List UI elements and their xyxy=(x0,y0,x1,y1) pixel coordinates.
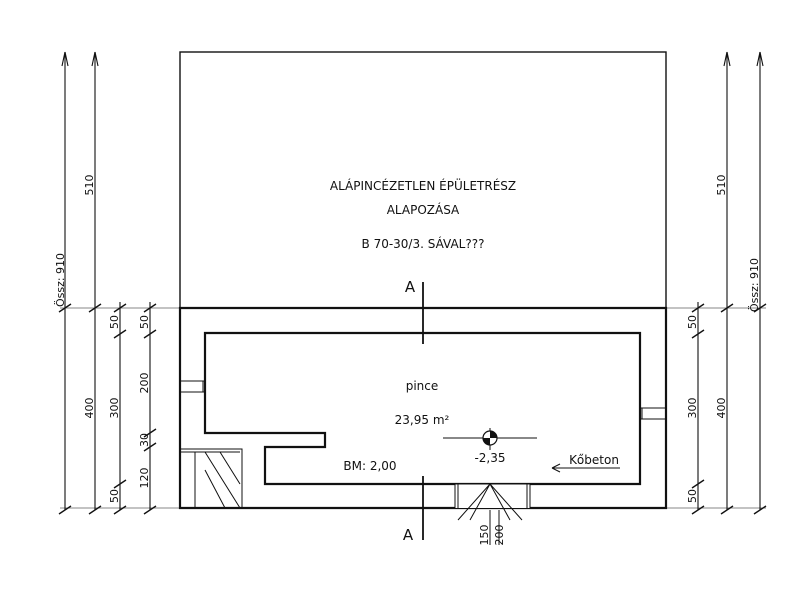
section-line: A A xyxy=(403,278,424,544)
section-mark-top: A xyxy=(405,278,416,296)
unbuilt-area-title-line2: ALAPOZÁSA xyxy=(387,202,460,217)
room-area: 23,95 m² xyxy=(395,413,450,427)
right-upper-dim: 510 xyxy=(715,175,728,196)
left-mid-dim-1: 50 xyxy=(108,315,121,329)
material-label: Kőbeton xyxy=(569,453,619,467)
right-inner-dim-2: 300 xyxy=(686,398,699,419)
left-total-dim: Össz: 910 xyxy=(54,253,67,307)
left-mid-dim-2: 300 xyxy=(108,398,121,419)
left-mid-dim-3: 50 xyxy=(108,489,121,503)
level-value: -2,35 xyxy=(474,451,505,465)
unbuilt-area-note: B 70-30/3. SÁVAL??? xyxy=(362,236,485,251)
left-lower-dim: 400 xyxy=(83,398,96,419)
right-total-dim: Össz: 910 xyxy=(748,258,761,312)
right-dimensions: 50 300 50 510 400 Össz: 910 xyxy=(666,51,767,515)
bottom-dimensions: 150 200 xyxy=(478,510,506,546)
right-lower-dim: 400 xyxy=(715,398,728,419)
left-inner-dim-3: 30 xyxy=(138,433,151,447)
entrance-door xyxy=(454,483,531,521)
left-upper-dim: 510 xyxy=(83,175,96,196)
right-inner-dim-1: 50 xyxy=(686,315,699,329)
door-dim-200: 200 xyxy=(493,525,506,546)
left-dimensions: Össz: 910 510 400 50 300 50 50 200 30 12… xyxy=(54,51,180,515)
unbuilt-area: ALÁPINCÉZETLEN ÉPÜLETRÉSZ ALAPOZÁSA B 70… xyxy=(179,51,667,309)
left-inner-dim-1: 50 xyxy=(138,315,151,329)
room-labels: pince 23,95 m² BM: 2,00 -2,35 Kőbeton xyxy=(343,379,620,473)
unbuilt-area-title-line1: ALÁPINCÉZETLEN ÉPÜLETRÉSZ xyxy=(330,177,516,193)
level-marker-icon xyxy=(443,428,537,450)
benchmark-label: BM: 2,00 xyxy=(343,459,396,473)
left-inner-dim-2: 200 xyxy=(138,373,151,394)
door-dim-150: 150 xyxy=(478,525,491,546)
section-mark-bottom: A xyxy=(403,526,414,544)
left-inner-dim-4: 120 xyxy=(138,468,151,489)
right-inner-dim-3: 50 xyxy=(686,489,699,503)
room-name: pince xyxy=(406,379,439,393)
